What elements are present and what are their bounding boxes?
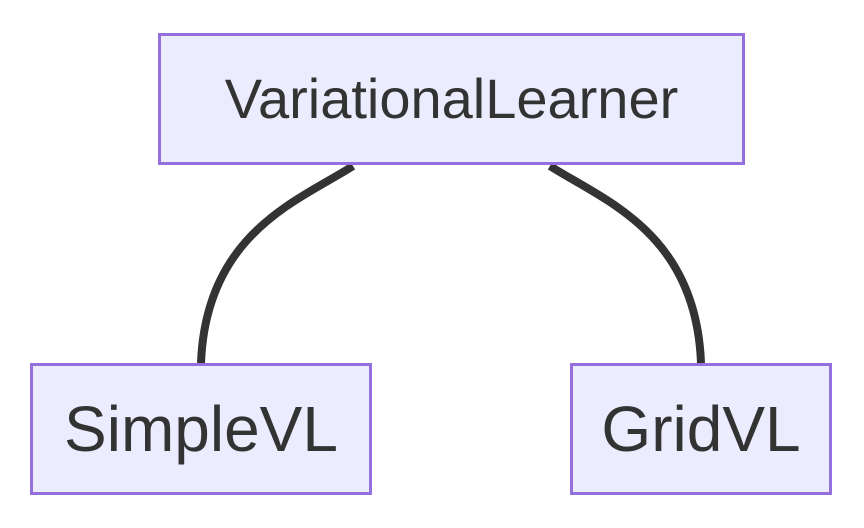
node-gridvl: GridVL [570,363,832,495]
node-variationallearner: VariationalLearner [158,33,745,165]
node-simplevl: SimpleVL [30,363,372,495]
node-variationallearner-label: VariationalLearner [224,67,679,130]
node-gridvl-label: GridVL [601,393,801,465]
edge-variationallearner-to-simplevl [197,162,356,364]
edge-variationallearner-to-gridvl [547,162,705,364]
node-simplevl-label: SimpleVL [64,393,338,465]
